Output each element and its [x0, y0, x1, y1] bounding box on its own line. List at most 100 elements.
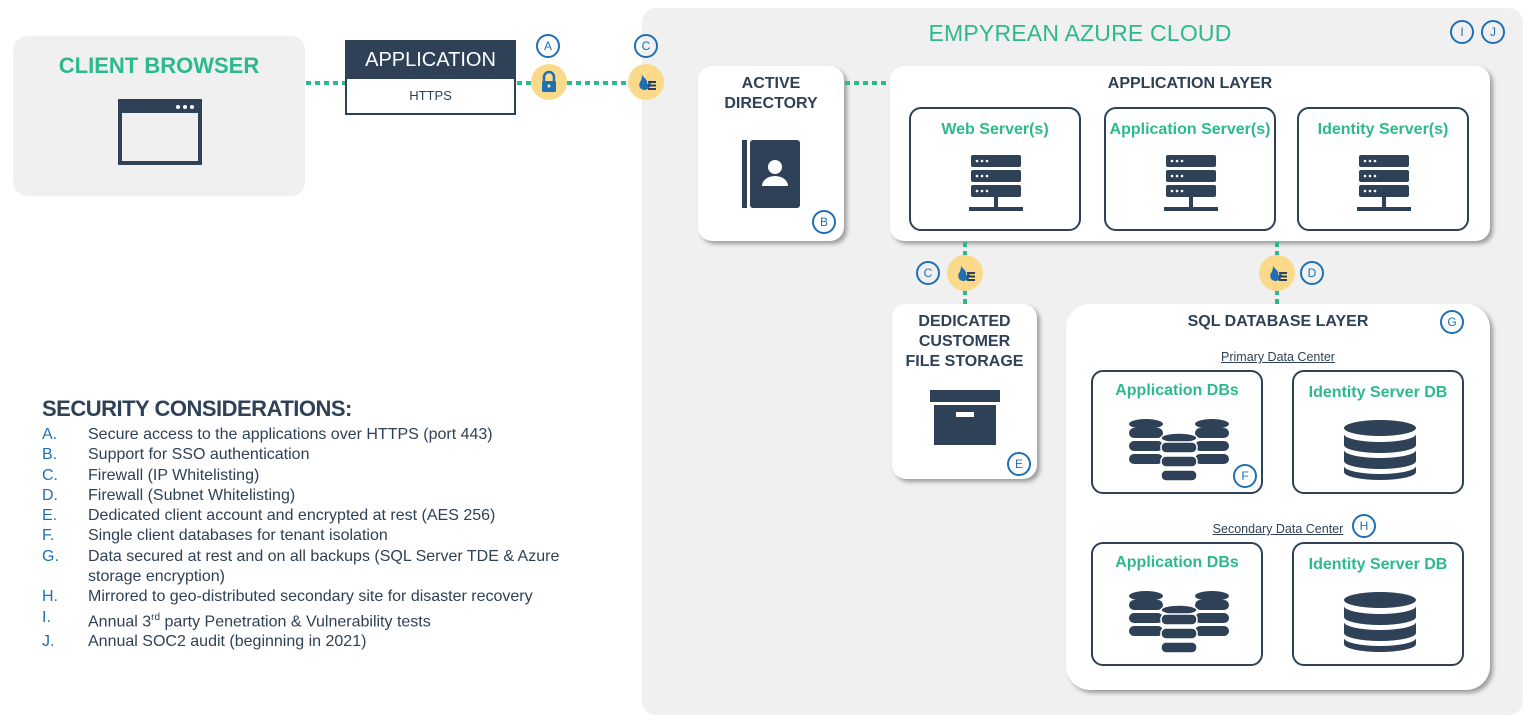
connector-applayer-storage-bottom — [963, 290, 967, 304]
security-item: I. Annual 3rd party Penetration & Vulnera… — [42, 608, 602, 633]
primary-identity-db-title: Identity Server DB — [1308, 384, 1448, 401]
security-letter: J. — [42, 633, 55, 651]
application-box: APPLICATION HTTPS — [345, 40, 516, 115]
application-layer-title: APPLICATION LAYER — [1107, 75, 1273, 92]
active-directory-card: ACTIVE DIRECTORY B — [698, 66, 844, 241]
security-text: Annual SOC2 audit (beginning in 2021) — [88, 633, 367, 651]
database-cluster-icon — [1129, 418, 1229, 491]
connector-browser-app — [306, 81, 346, 85]
cloud-title: EMPYREAN AZURE CLOUD — [928, 20, 1232, 46]
secondary-app-dbs-card: Application DBs — [1091, 542, 1263, 666]
file-storage-title-2: CUSTOMER — [918, 333, 1011, 350]
badge-h: H — [1352, 514, 1376, 538]
security-item: A. Secure access to the applications over… — [42, 425, 602, 445]
archive-box-icon — [930, 390, 1000, 451]
security-heading: SECURITY CONSIDERATIONS: — [42, 396, 352, 421]
primary-app-dbs-title: Application DBs — [1115, 382, 1239, 399]
application-protocol: HTTPS — [409, 88, 452, 103]
lock-icon — [531, 64, 567, 100]
identity-server-title: Identity Server(s) — [1317, 121, 1449, 138]
app-server-card: Application Server(s) — [1104, 107, 1276, 231]
security-letter: E. — [42, 507, 58, 525]
application-box-header: APPLICATION — [347, 42, 514, 79]
connector-ad-applayer — [845, 81, 890, 85]
primary-identity-db-card: Identity Server DB — [1292, 370, 1464, 494]
security-text-post: party Penetration & Vulnerability tests — [160, 613, 431, 630]
security-item: B. Support for SSO authentication — [42, 445, 602, 465]
sql-layer-title: SQL DATABASE LAYER — [1187, 313, 1369, 330]
security-text: Support for SSO authentication — [88, 446, 310, 464]
badge-b: B — [812, 210, 836, 234]
secondary-identity-db-title: Identity Server DB — [1308, 556, 1448, 573]
security-text: Mirrored to geo-distributed secondary si… — [88, 588, 533, 606]
security-text-sup: rd — [151, 611, 161, 623]
web-server-title: Web Server(s) — [941, 121, 1049, 138]
secondary-app-dbs-title: Application DBs — [1115, 554, 1239, 571]
connector-applayer-sql-bottom — [1275, 290, 1279, 304]
firewall-icon-storage — [947, 255, 983, 291]
security-item: F. Single client databases for tenant iso… — [42, 526, 602, 546]
badge-d: D — [1300, 261, 1324, 285]
file-storage-title-3: FILE STORAGE — [905, 353, 1024, 370]
connector-applayer-storage-top — [963, 242, 967, 256]
security-letter: G. — [42, 547, 59, 565]
security-letter: F. — [42, 527, 55, 545]
database-icon — [1344, 420, 1416, 485]
primary-app-dbs-card: Application DBs F — [1091, 370, 1263, 494]
primary-dc-label: Primary Data Center — [1221, 350, 1335, 364]
security-item: J. Annual SOC2 audit (beginning in 2021) — [42, 632, 602, 652]
badge-e: E — [1007, 452, 1031, 476]
badge-j: J — [1481, 20, 1505, 44]
security-letter: C. — [42, 466, 58, 484]
badge-i: I — [1450, 20, 1474, 44]
security-item: H. Mirrored to geo-distributed secondary … — [42, 587, 602, 607]
client-browser-panel — [13, 36, 305, 196]
secondary-dc-label: Secondary Data Center — [1212, 522, 1344, 536]
security-item: D. Firewall (Subnet Whitelisting) — [42, 486, 602, 506]
connector-app-lock — [517, 81, 531, 85]
database-icon — [1344, 592, 1416, 657]
database-cluster-icon — [1129, 590, 1229, 663]
connector-lock-firewall — [567, 81, 629, 85]
badge-a: A — [536, 34, 560, 58]
server-icon — [1164, 155, 1218, 218]
identity-server-card: Identity Server(s) — [1297, 107, 1469, 231]
web-server-card: Web Server(s) — [909, 107, 1081, 231]
badge-f: F — [1233, 464, 1257, 488]
contact-book-icon — [742, 140, 800, 213]
file-storage-title-1: DEDICATED — [918, 313, 1011, 330]
active-directory-title-1: ACTIVE — [741, 75, 801, 92]
security-text-pre: Annual 3 — [88, 613, 152, 630]
firewall-icon-entry — [628, 64, 664, 100]
security-text: Single client databases for tenant isola… — [88, 527, 388, 545]
connector-applayer-sql-top — [1275, 242, 1279, 256]
sql-layer-card: SQL DATABASE LAYER G Primary Data Center… — [1066, 304, 1490, 690]
badge-g: G — [1440, 310, 1464, 334]
security-text: Firewall (IP Whitelisting) — [88, 466, 260, 484]
browser-window-icon — [118, 99, 202, 170]
security-letter: I. — [42, 608, 51, 626]
security-item: E. Dedicated client account and encrypted… — [42, 506, 602, 526]
security-list: A. Secure access to the applications over… — [42, 425, 602, 653]
firewall-icon-sql — [1259, 255, 1295, 291]
security-text: Firewall (Subnet Whitelisting) — [88, 486, 296, 504]
security-item: G. Data secured at rest and on all backup… — [42, 547, 602, 588]
server-icon — [969, 155, 1023, 218]
client-browser-title: CLIENT BROWSER — [58, 53, 260, 78]
security-letter: B. — [42, 446, 58, 464]
security-text: Dedicated client account and encrypted a… — [88, 507, 496, 525]
secondary-identity-db-card: Identity Server DB — [1292, 542, 1464, 666]
security-text: Data secured at rest and on all backups … — [88, 547, 560, 586]
application-layer-card: APPLICATION LAYER Web Server(s) Applicat… — [890, 66, 1490, 241]
active-directory-title-2: DIRECTORY — [724, 95, 818, 112]
badge-c-top: C — [634, 34, 658, 58]
app-server-title: Application Server(s) — [1109, 121, 1271, 138]
security-text: Annual 3rd party Penetration & Vulnerabi… — [88, 608, 602, 633]
security-item: C. Firewall (IP Whitelisting) — [42, 466, 602, 486]
security-letter: H. — [42, 588, 58, 606]
file-storage-card: DEDICATED CUSTOMER FILE STORAGE E — [892, 304, 1037, 479]
security-text: Secure access to the applications over H… — [88, 426, 493, 443]
security-letter: D. — [42, 486, 58, 504]
badge-c-storage: C — [916, 261, 940, 285]
security-letter: A. — [42, 426, 58, 443]
